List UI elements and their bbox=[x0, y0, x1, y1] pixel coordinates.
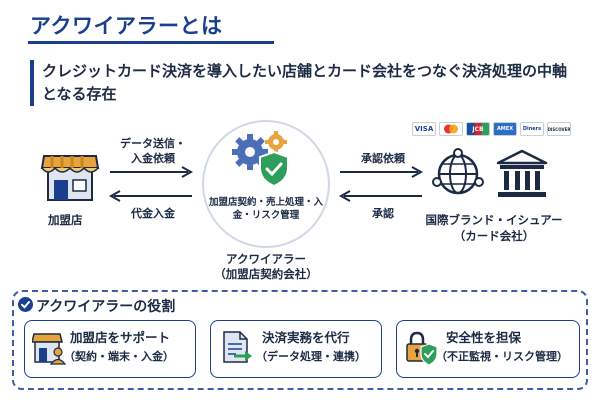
document-arrow-icon bbox=[223, 331, 252, 363]
acquirer-circle bbox=[202, 120, 330, 248]
jcb-logo: JCB bbox=[466, 122, 490, 136]
acquirer-functions: 加盟店契約・売上処理・入金・リスク管理 bbox=[208, 197, 323, 221]
arrow-label-data-send-2: 入金依頼 bbox=[131, 152, 175, 165]
issuer-name: 国際ブランド・イシュアー bbox=[425, 213, 563, 227]
arrow-right-top-2 bbox=[340, 166, 424, 178]
globe-network-icon bbox=[432, 148, 484, 195]
issuer-subname: （カード会社） bbox=[453, 229, 535, 243]
role-sub-security: （不正監視・リスク管理） bbox=[436, 350, 568, 363]
role-label-merchant-support: 加盟店をサポート bbox=[70, 330, 171, 345]
storefront-icon bbox=[40, 155, 100, 201]
role-card-merchant-support bbox=[24, 320, 196, 378]
title-underline bbox=[28, 41, 274, 44]
diners-logo: Diners bbox=[520, 122, 544, 136]
arrow-right-top bbox=[110, 166, 194, 178]
page-subtitle: クレジットカード決済を導入したい店舗とカード会社をつなぐ決済処理の中軸となる存在 bbox=[42, 62, 568, 103]
lock-shield-icon bbox=[406, 331, 438, 366]
arrow-label-payment: 代金入金 bbox=[131, 207, 175, 220]
gear-shield-icon bbox=[232, 131, 289, 188]
amex-logo: AMEX bbox=[493, 122, 517, 136]
arrow-label-data-send-1: データ送信・ bbox=[120, 137, 186, 150]
subtitle-accent-bar bbox=[30, 60, 34, 106]
role-label-payment-ops: 決済実務を代行 bbox=[262, 330, 350, 345]
acquirer-subname: （加盟店契約会社） bbox=[214, 267, 318, 281]
role-sub-payment-ops: （データ処理・連携） bbox=[256, 350, 366, 363]
arrow-label-approval: 承認 bbox=[372, 207, 394, 220]
mastercard-logo bbox=[439, 122, 463, 136]
role-card-payment-ops bbox=[210, 320, 382, 378]
arrow-left-bottom-2 bbox=[338, 190, 422, 202]
role-label-security: 安全性を担保 bbox=[446, 330, 522, 345]
arrow-label-approval-request: 承認依頼 bbox=[361, 152, 405, 165]
visa-logo: VISA bbox=[412, 122, 436, 136]
page-title: アクワイアラーとは bbox=[30, 14, 223, 38]
card-brand-logos: VISA JCB AMEX Diners DISCOVER bbox=[412, 122, 571, 136]
arrow-left-bottom bbox=[108, 190, 192, 202]
roles-section bbox=[12, 290, 588, 390]
acquirer-name: アクワイアラー bbox=[226, 252, 306, 266]
discover-logo: DISCOVER bbox=[547, 122, 571, 136]
bank-building-icon bbox=[496, 149, 548, 197]
role-sub-merchant-support: （契約・端末・入金） bbox=[64, 350, 174, 363]
storefront-person-icon bbox=[32, 333, 66, 365]
roles-title: アクワイアラーの役割 bbox=[36, 299, 176, 315]
check-circle-icon bbox=[18, 297, 33, 312]
merchant-label: 加盟店 bbox=[48, 213, 83, 227]
